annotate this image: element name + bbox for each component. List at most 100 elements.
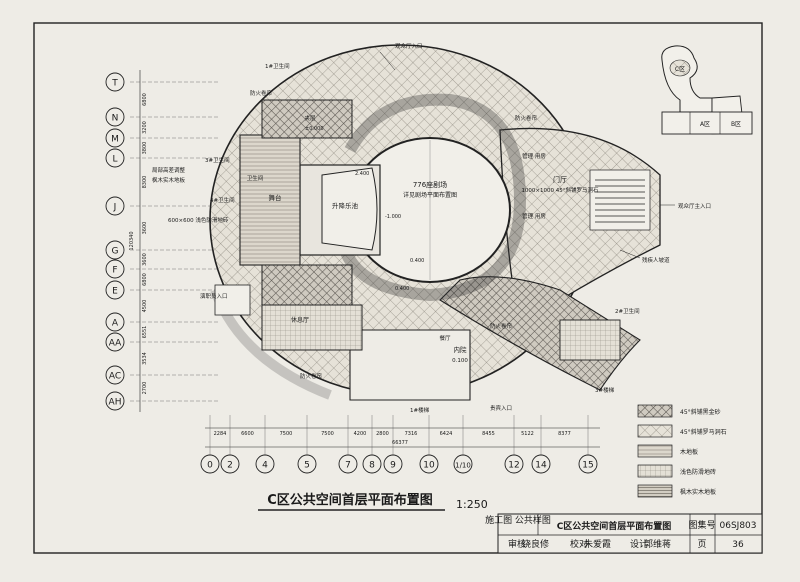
row-grid-bubble (105, 312, 125, 332)
column-dimension: 6600 (241, 431, 254, 437)
orchestra-pit (321, 167, 378, 251)
tb-atlas-no: 06SJ803 (720, 521, 757, 531)
theatre-label: 776座剧场 (413, 180, 447, 189)
column-grid-label: 7 (345, 461, 351, 471)
row-grid-label: L (112, 155, 117, 165)
room-labels: 776座剧场 详见剧场平面布置图 升降乐池 舞台 门厅 1000×1000 45… (247, 114, 599, 364)
mgmt-room-1: 管理 用房 (522, 152, 546, 160)
row-grid-bubble (105, 196, 125, 216)
title-block: 施工图 公共样图 C区公共空间首层平面布置图 图集号 06SJ803 审核 饶良… (485, 513, 763, 554)
row-dimension: 6551 (142, 326, 148, 339)
sheet-frame (33, 22, 763, 554)
column-grid-label: 8 (369, 461, 375, 471)
tb-design-label: 设计 (630, 538, 648, 550)
fire-door-callout: 防火卷帘 (300, 372, 323, 380)
column-dimension: 4200 (354, 431, 367, 437)
legend-swatch (637, 424, 673, 438)
tb-check-label: 校对 (570, 538, 588, 550)
row-grid-bubble (105, 259, 125, 279)
column-dimension: 8455 (482, 431, 495, 437)
stage-label: 升降乐池 (332, 201, 359, 210)
row-grid-axis: TNMLJGFEAAAACAH6800320038008300360036006… (105, 70, 220, 412)
canteen-label: 餐厅 (439, 334, 451, 342)
column-grid-label: 1/10 (455, 462, 471, 470)
row-grid-label: F (112, 266, 117, 276)
column-dimension: 2800 (376, 431, 389, 437)
column-grid-bubble (362, 454, 382, 474)
row-dimension: 2700 (142, 382, 148, 395)
column-dimension: 2284 (214, 431, 227, 437)
hall-label: 门厅 (553, 175, 567, 184)
mezzanine-label: 夹层 (304, 114, 316, 122)
column-grid-label: 2 (227, 461, 233, 471)
column-grid-label: 15 (582, 461, 593, 471)
west-rooms (239, 134, 301, 266)
row-grid-bubble (105, 72, 125, 92)
column-dimension: 8377 (558, 431, 571, 437)
east-entrance-stairs (589, 169, 651, 231)
key-plan-a: A区 (700, 121, 710, 128)
elev-3: 0.400 (410, 258, 424, 264)
column-grid-bubble (220, 454, 240, 474)
column-grid-label: 4 (262, 461, 268, 471)
fire-shutter-3: 防火卷帘 (490, 322, 513, 330)
theatre-sub-label: 详见剧场平面布置图 (403, 191, 457, 199)
courtyard (349, 329, 471, 401)
north-rooms (261, 99, 353, 139)
stair-callout-1: 1#楼梯 (410, 406, 430, 414)
main-entrance-callout: 观众厅主入口 (678, 202, 711, 210)
vip-entrance-callout: 贵宾入口 (490, 404, 512, 412)
row-dimension: 3600 (142, 253, 148, 266)
row-dimension: 3200 (142, 121, 148, 134)
tb-sheet-title: C区公共空间首层平面布置图 (557, 520, 672, 532)
row-grid-bubble (105, 128, 125, 148)
column-grid-label: 9 (390, 461, 396, 471)
column-dimension: 6424 (440, 431, 453, 437)
mgmt-room-2: 管理 用房 (522, 212, 546, 220)
note-height-adjust: 局部高差调整 (152, 166, 186, 174)
drawing-title: C区公共空间首层平面布置图 (267, 492, 433, 508)
floor-plan (209, 44, 661, 401)
row-grid-bubble (105, 391, 125, 411)
key-plan: C区 A区 B区 (661, 45, 753, 135)
row-dimension: 6800 (142, 273, 148, 286)
column-grid-bubble (578, 454, 598, 474)
barrier-free-callout: 残疾人坡道 (642, 256, 670, 264)
lounge-label: 休息厅 (291, 316, 309, 324)
toilet-label: 卫生间 (247, 174, 264, 182)
row-grid-bubble (105, 365, 125, 385)
tb-atlas-label: 图集号 (688, 519, 715, 531)
column-grid-label: 10 (423, 461, 435, 471)
row-grid-label: N (112, 114, 119, 124)
elev-2: -1.000 (385, 214, 401, 220)
row-grid-label: AH (109, 398, 122, 408)
row-dimension: 3800 (142, 142, 148, 155)
legend-label: 枫木实木地板 (680, 488, 716, 496)
elev-5: 0.400 (395, 286, 409, 292)
toilet-block (559, 319, 621, 361)
toilet-callout-3: 3#卫生间 (205, 156, 230, 164)
tb-review-label: 审核 (508, 538, 526, 550)
courtyard-elevation: 0.100 (452, 358, 468, 364)
row-grid-label: AC (109, 372, 121, 382)
column-grid-bubble (383, 454, 403, 474)
row-total-dimension: 120340 (129, 231, 135, 250)
column-dimension: 5122 (521, 431, 534, 437)
tb-checker: 朱爱霞 (584, 538, 611, 550)
column-grid-bubble (453, 454, 473, 474)
ramp-entrance-callout: 观众厅入口 (395, 43, 423, 50)
legend-label: 45°斜铺黑金砂 (680, 408, 721, 416)
column-grid-bubble (200, 454, 220, 474)
legend-label: 45°斜铺罗马洞石 (680, 428, 727, 436)
southeast-corridor (439, 276, 641, 391)
note-tile-floor: 600×600 浅色防滑地砖 (168, 216, 229, 224)
row-grid-bubble (105, 107, 125, 127)
column-grid-bubble (419, 454, 439, 474)
legend-label: 浅色防滑地砖 (680, 468, 716, 476)
legend-swatch (637, 444, 673, 458)
drawing-scale: 1:250 (456, 498, 488, 511)
column-grid-label: 5 (304, 461, 310, 471)
